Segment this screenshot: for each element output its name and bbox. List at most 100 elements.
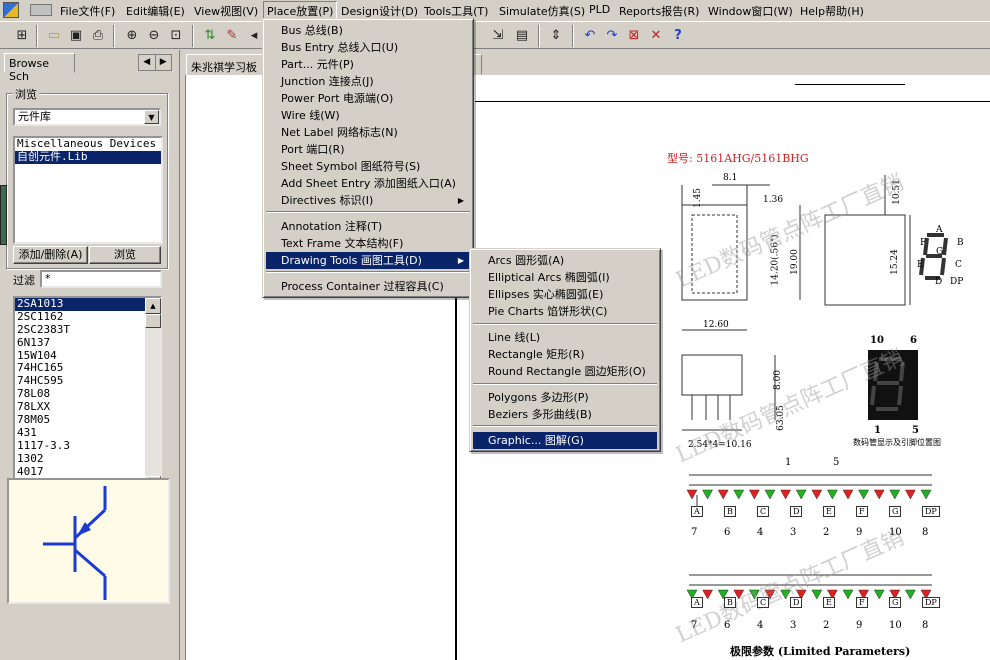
menu-item-annotation[interactable]: Annotation 注释(T) xyxy=(281,220,383,233)
help-icon[interactable]: ? xyxy=(674,28,682,43)
redo-icon[interactable]: ↷ xyxy=(606,28,618,43)
menu-item-net-label[interactable]: Net Label 网络标志(N) xyxy=(281,126,398,139)
arrow-icon[interactable]: ◂ xyxy=(250,28,258,43)
menu-window[interactable]: Window窗口(W) xyxy=(708,5,793,18)
zoom-in-icon[interactable]: ⊕ xyxy=(126,28,138,43)
segment-box: B xyxy=(724,597,736,608)
print-icon[interactable]: ⎙ xyxy=(92,28,104,43)
menu-file[interactable]: File文件(F) xyxy=(60,5,116,18)
list-item[interactable]: 2SC1162 xyxy=(17,309,64,323)
menu-item-line[interactable]: Line 线(L) xyxy=(488,331,541,344)
undo-icon[interactable]: ↶ xyxy=(584,28,596,43)
menu-item-graphic[interactable]: Graphic... 图解(G) xyxy=(473,432,657,449)
menu-item-rectangle[interactable]: Rectangle 矩形(R) xyxy=(488,348,585,361)
menu-item-add-sheet-entry[interactable]: Add Sheet Entry 添加图纸入口(A) xyxy=(281,177,456,190)
list-item[interactable]: 4017 xyxy=(17,464,44,478)
list-item[interactable]: 6N137 xyxy=(17,335,51,349)
cross-probe-icon[interactable]: ⇲ xyxy=(492,28,504,43)
pin-number: 10 xyxy=(889,527,902,538)
list-item[interactable]: 74HC165 xyxy=(17,361,64,375)
menu-design[interactable]: Design设计(D) xyxy=(341,5,419,18)
scroll-thumb[interactable] xyxy=(145,314,161,328)
menu-simulate[interactable]: Simulate仿真(S) xyxy=(499,5,586,18)
pencil-icon[interactable]: ✎ xyxy=(226,28,238,43)
menu-item-bus[interactable]: Bus 总线(B) xyxy=(281,24,343,37)
list-item[interactable]: 431 xyxy=(17,425,37,439)
menu-item-process-container[interactable]: Process Container 过程容具(C) xyxy=(281,280,444,293)
list-item[interactable]: 1117-3.3 xyxy=(17,438,70,452)
list-item[interactable]: 15W104 xyxy=(17,348,57,362)
menu-item-beziers[interactable]: Beziers 多形曲线(B) xyxy=(488,408,592,421)
list-item[interactable]: 2SC2383T xyxy=(17,322,70,336)
chevron-right-icon[interactable]: ▶ xyxy=(159,57,167,67)
tab-browse-sch[interactable]: Browse Sch xyxy=(4,53,75,83)
chevron-down-icon[interactable]: ▼ xyxy=(144,110,159,124)
menu-item-ellipses[interactable]: Ellipses 实心椭圆弧(E) xyxy=(488,288,604,301)
pin-label: 6 xyxy=(910,335,917,346)
pin-number: 7 xyxy=(691,620,698,631)
clear-filter-icon[interactable]: ⊠ xyxy=(628,28,640,43)
menu-item-part[interactable]: Part... 元件(P) xyxy=(281,58,354,71)
list-item[interactable]: 1302 xyxy=(17,451,44,465)
menu-pld[interactable]: PLD xyxy=(589,3,611,16)
menu-tools[interactable]: Tools工具(T) xyxy=(424,5,489,18)
list-item[interactable]: 78M05 xyxy=(17,413,51,427)
menu-view[interactable]: View视图(V) xyxy=(194,5,259,18)
delete-icon[interactable]: ✕ xyxy=(650,28,662,43)
place-menu: Bus 总线(B) Bus Entry 总线入口(U) Part... 元件(P) J… xyxy=(262,18,474,298)
led-diode xyxy=(920,489,932,500)
segment-box: B xyxy=(724,506,736,517)
add-remove-button[interactable]: 添加/删除(A) xyxy=(13,246,88,264)
library-icon[interactable]: ▤ xyxy=(515,28,529,43)
menu-item-power-port[interactable]: Power Port 电源端(O) xyxy=(281,92,394,105)
menu-help[interactable]: Help帮助(H) xyxy=(800,5,864,18)
up-down-arrows-icon[interactable]: ⇅ xyxy=(204,28,216,43)
pin-number: 9 xyxy=(856,620,863,631)
list-item[interactable]: 78L08 xyxy=(17,387,51,401)
zoom-out-icon[interactable]: ⊖ xyxy=(148,28,160,43)
menu-item-bus-entry[interactable]: Bus Entry 总线入口(U) xyxy=(281,41,399,54)
list-item[interactable]: 2SA1013 xyxy=(15,298,160,311)
menu-item-junction[interactable]: Junction 连接点(J) xyxy=(281,75,374,88)
list-item[interactable]: 78LXX xyxy=(17,400,51,414)
zoom-fit-icon[interactable]: ⊡ xyxy=(170,28,182,43)
panel-tab-scroll[interactable]: ◀▶ xyxy=(138,54,172,71)
menu-item-polygons[interactable]: Polygons 多边形(P) xyxy=(488,391,589,404)
list-item[interactable]: 自创元件.Lib xyxy=(15,150,161,164)
menu-item-drawing-tools[interactable]: Drawing Tools 画图工具(D)▶ xyxy=(266,252,470,269)
scroll-up-icon[interactable]: ▲ xyxy=(145,298,161,314)
segment-box: D xyxy=(790,597,803,608)
menu-item-arcs[interactable]: Arcs 圆形弧(A) xyxy=(488,254,565,267)
component-scrollbar[interactable]: ▲ ▼ xyxy=(145,298,161,492)
save-icon[interactable]: ▣ xyxy=(69,28,83,43)
align-icon[interactable]: ⇕ xyxy=(550,28,562,43)
menu-item-sheet-symbol[interactable]: Sheet Symbol 图纸符号(S) xyxy=(281,160,421,173)
panel-grip[interactable] xyxy=(0,185,7,245)
led-diode xyxy=(889,489,901,500)
menu-edit[interactable]: Edit编辑(E) xyxy=(126,5,185,18)
open-folder-icon[interactable]: ▭ xyxy=(47,28,61,43)
menu-item-round-rectangle[interactable]: Round Rectangle 圆边矩形(O) xyxy=(488,365,646,378)
led-diode xyxy=(795,589,807,600)
list-item[interactable]: Miscellaneous Devices xyxy=(17,137,157,150)
menu-item-text-frame[interactable]: Text Frame 文本结构(F) xyxy=(281,237,404,250)
menu-item-elliptical-arcs[interactable]: Elliptical Arcs 椭圆弧(I) xyxy=(488,271,610,284)
list-item[interactable]: 74HC595 xyxy=(17,374,64,388)
limited-parameters-title: 极限参数 (Limited Parameters) xyxy=(730,645,911,658)
browse-type-select[interactable]: 元件库 ▼ xyxy=(13,108,161,126)
filter-input[interactable]: * xyxy=(40,270,162,288)
menu-item-wire[interactable]: Wire 线(W) xyxy=(281,109,340,122)
menu-item-pie-charts[interactable]: Pie Charts 馅饼形状(C) xyxy=(488,305,608,318)
chevron-left-icon[interactable]: ◀ xyxy=(139,55,156,70)
menu-reports[interactable]: Reports报告(R) xyxy=(619,5,700,18)
document-menu-icon[interactable] xyxy=(30,4,52,16)
menu-item-port[interactable]: Port 端口(R) xyxy=(281,143,345,156)
menu-item-directives[interactable]: Directives 标识(I)▶ xyxy=(281,194,464,207)
led-diode xyxy=(826,589,838,600)
browse-button[interactable]: 浏览 xyxy=(89,246,161,264)
hierarchy-icon[interactable]: ⊞ xyxy=(16,28,28,43)
app-icon[interactable] xyxy=(3,2,19,18)
segment-box: A xyxy=(691,597,703,608)
library-list[interactable]: Miscellaneous Devices 自创元件.Lib xyxy=(13,136,163,244)
